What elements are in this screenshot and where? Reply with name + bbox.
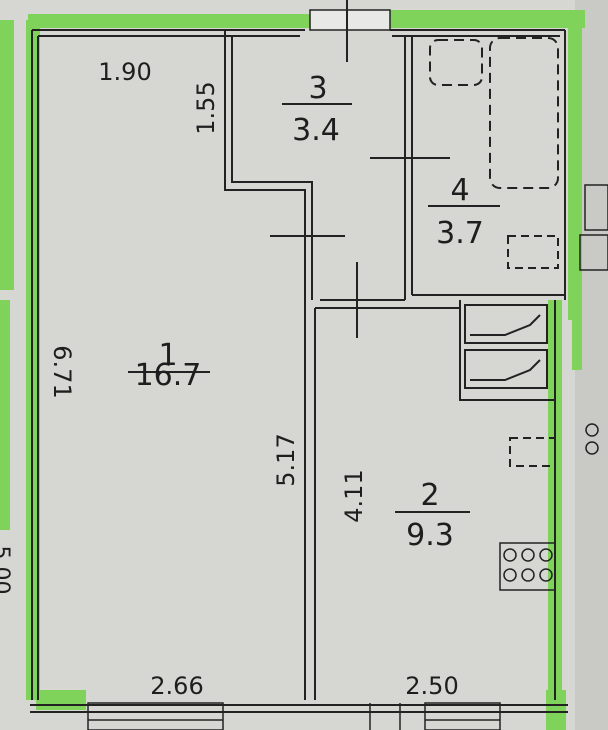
counter-bottom	[464, 349, 548, 389]
wall-highlight-right	[568, 20, 582, 320]
bathtub-icon	[429, 37, 559, 189]
wall-highlight-right-stub	[572, 290, 582, 370]
room3-right-wall	[404, 36, 413, 300]
wall-highlight-top	[28, 14, 310, 28]
wall-highlight-top-right	[390, 10, 585, 28]
counter-top-sink	[470, 314, 541, 336]
stove-icon	[509, 437, 556, 467]
wall-highlight-far-left	[0, 20, 14, 290]
dim-room2-height: 4.11	[340, 469, 368, 522]
room1-number: 1	[158, 338, 177, 373]
dim-wall-height: 5.17	[272, 433, 300, 486]
room3-area: 3.4	[292, 113, 340, 148]
burner-panel	[499, 542, 556, 591]
toilet-outline	[507, 235, 559, 269]
window-left	[87, 702, 224, 730]
counter-bottom-sink	[470, 359, 541, 381]
divider-wall	[304, 300, 460, 700]
door-marks	[270, 0, 450, 338]
bathtub-outline	[489, 37, 559, 189]
wall-highlight-bottom-left	[36, 690, 86, 710]
dim-edge-fragment: 5.00	[0, 546, 13, 595]
neighbor-circle-2	[585, 441, 599, 455]
burner-5	[521, 568, 535, 582]
window-right	[424, 702, 501, 730]
wall-highlight-bottom-right	[546, 690, 566, 730]
outer-wall-inner-line	[37, 35, 560, 700]
burners-icon	[499, 542, 556, 591]
room-labels: 1 16.7 2 9.3 3 3.4 4 3.7	[128, 71, 500, 553]
burner-1	[503, 548, 517, 562]
neighbor-box-1	[584, 184, 608, 231]
neighbor-circle-1	[585, 423, 599, 437]
top-opening	[309, 9, 391, 31]
room1-area: 16.7	[135, 358, 202, 393]
kitchen-units	[464, 304, 548, 389]
burner-3	[539, 548, 553, 562]
walls	[30, 29, 568, 713]
burner-4	[503, 568, 517, 582]
neighbor-box-2	[579, 234, 608, 271]
sink-outline	[429, 39, 483, 86]
neighbor-fragments	[579, 184, 608, 455]
room4-walls	[320, 294, 565, 301]
outer-wall	[31, 29, 566, 700]
room2-area: 9.3	[406, 518, 454, 553]
dim-bottom-left-width: 2.66	[150, 672, 203, 700]
stove-outline	[509, 437, 556, 467]
room3-number: 3	[308, 71, 327, 106]
room2-number: 2	[420, 478, 439, 513]
dim-room1-top-width: 1.90	[98, 58, 151, 86]
dim-room1-height: 6.71	[48, 345, 76, 398]
counter-top	[464, 304, 548, 344]
dim-bottom-right-width: 2.50	[405, 672, 458, 700]
dim-room3-left-height: 1.55	[192, 81, 220, 134]
room4-area: 3.7	[436, 216, 484, 251]
dimension-labels: 1.90 1.55 6.71 5.17 4.11 2.66 2.50 5.00	[0, 58, 459, 700]
toilet-icon	[507, 235, 559, 269]
wall-highlight-far-left-lower	[0, 300, 10, 530]
room3-walls	[224, 30, 313, 300]
kitchen-wall	[459, 300, 555, 401]
burner-2	[521, 548, 535, 562]
top-window	[309, 9, 391, 31]
burner-6	[539, 568, 553, 582]
room4-number: 4	[450, 173, 469, 208]
windows	[87, 702, 501, 730]
